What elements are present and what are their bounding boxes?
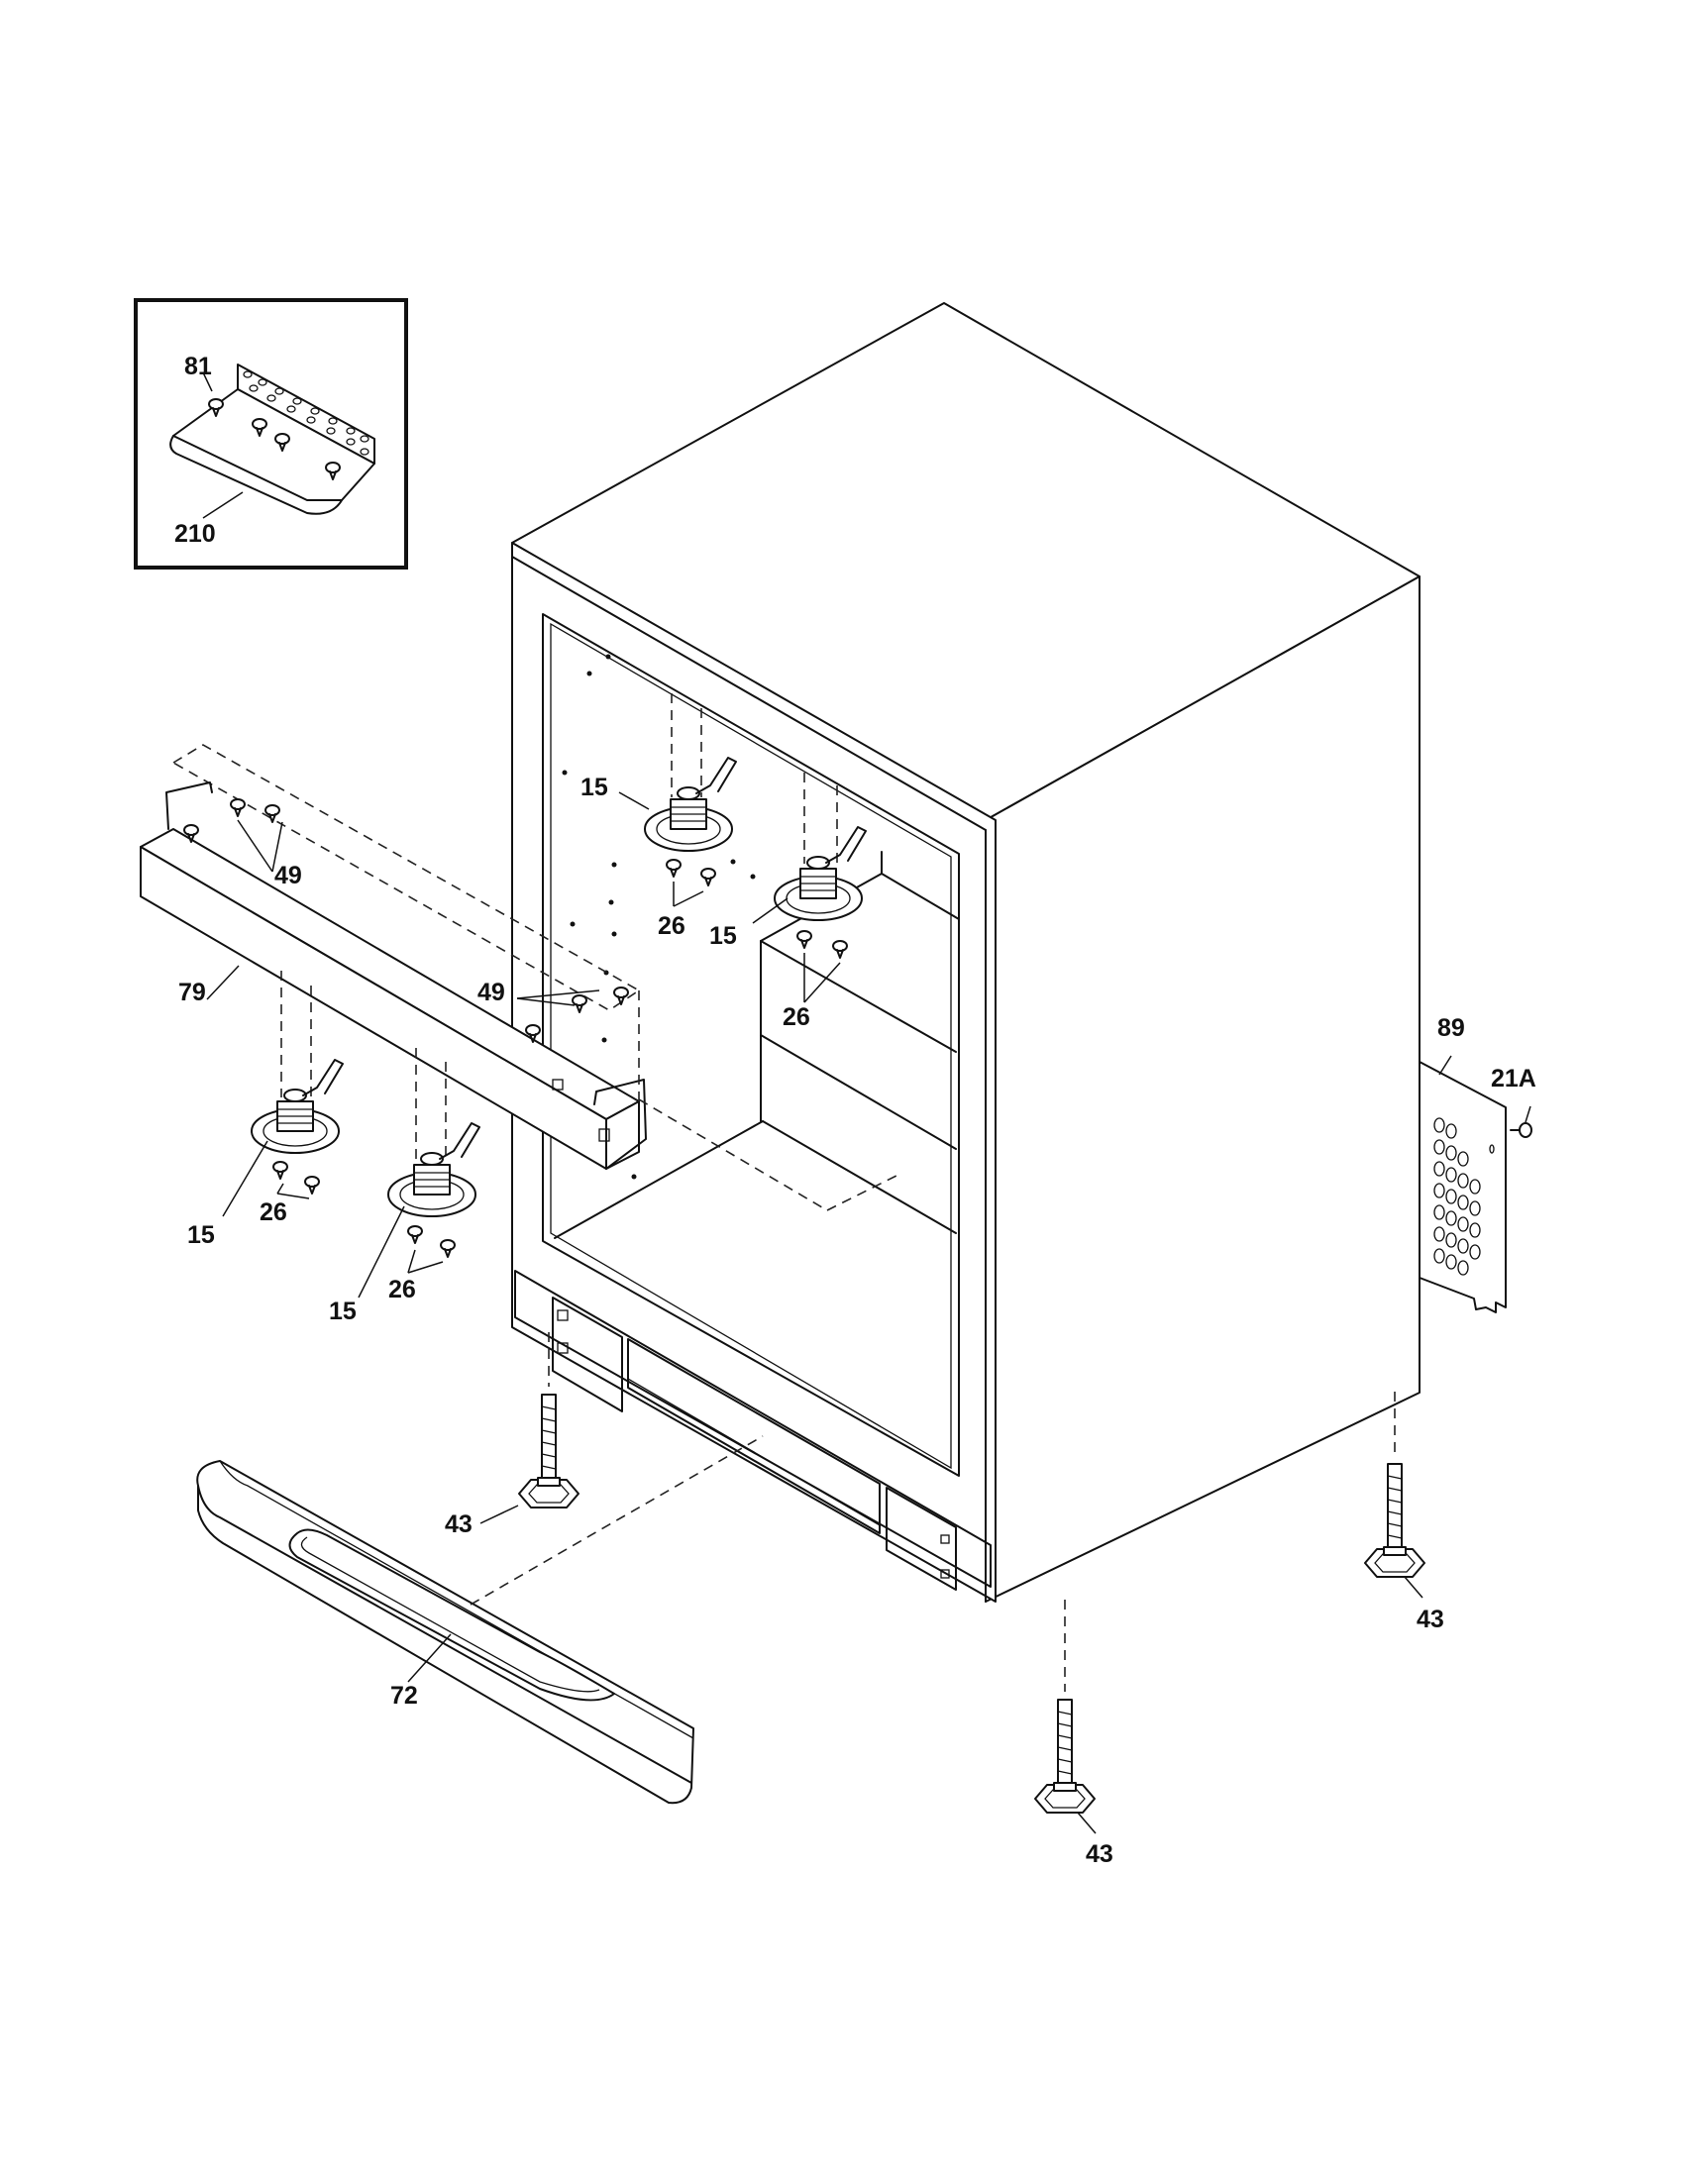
rear-screw — [1510, 1122, 1532, 1138]
callout-43-rear-right: 43 — [1417, 1606, 1444, 1633]
callout-89: 89 — [1437, 1014, 1465, 1042]
spring-mount-bottom — [387, 1048, 480, 1258]
callout-72: 72 — [390, 1682, 418, 1710]
spring-mount-top — [644, 693, 737, 886]
rear-panel — [1419, 1061, 1532, 1313]
callout-15-top: 15 — [580, 774, 608, 801]
callout-26-top: 26 — [658, 912, 685, 940]
leveling-leg-front-right — [1034, 1600, 1096, 1814]
callout-79: 79 — [178, 979, 206, 1006]
callout-43-front-left: 43 — [445, 1510, 473, 1538]
callout-26-left: 26 — [260, 1198, 287, 1226]
callout-210: 210 — [174, 520, 216, 548]
leveling-leg-front-left — [518, 1332, 579, 1508]
callout-15-bottom: 15 — [329, 1298, 357, 1325]
callout-26-bottom: 26 — [388, 1276, 416, 1303]
callout-labels: 81 210 15 26 15 26 49 49 79 15 26 15 26 … — [174, 353, 1536, 1868]
callout-21A: 21A — [1491, 1065, 1536, 1092]
spring-mount-left — [251, 971, 344, 1195]
callout-43-front-right: 43 — [1086, 1840, 1113, 1868]
callout-49-right: 49 — [477, 979, 505, 1006]
callout-49-left: 49 — [274, 862, 302, 889]
mounting-bracket — [169, 364, 375, 515]
inset-box — [134, 298, 408, 570]
callout-81: 81 — [184, 353, 212, 380]
callout-15-right: 15 — [709, 922, 737, 950]
cross-rail — [140, 744, 897, 1211]
callout-26-right: 26 — [783, 1003, 810, 1031]
callout-15-left: 15 — [187, 1221, 215, 1249]
spring-mount-right — [774, 773, 867, 959]
cabinet — [511, 302, 1421, 1603]
kick-plate — [196, 1435, 764, 1805]
leveling-leg-rear-right — [1364, 1392, 1425, 1578]
